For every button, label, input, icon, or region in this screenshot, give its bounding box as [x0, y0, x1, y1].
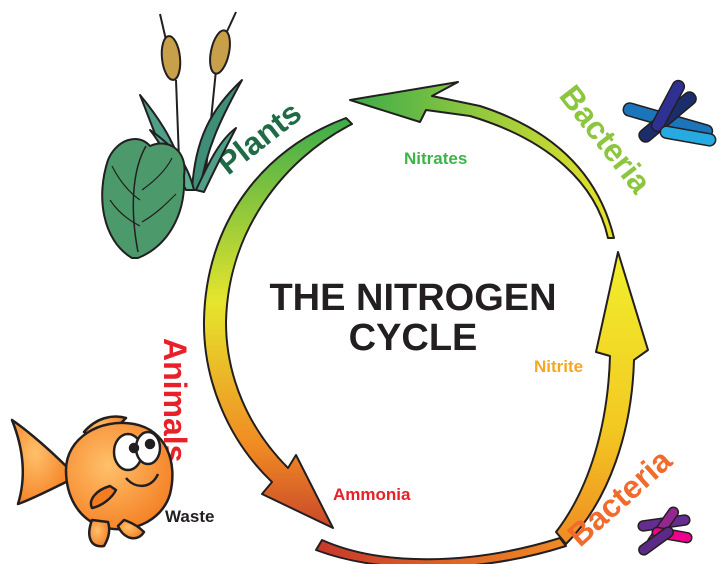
fish-icon [12, 417, 172, 547]
bacteria-purple-icon [637, 505, 693, 557]
nitrite-label: Nitrite [534, 357, 583, 376]
title-line-1: THE NITROGEN [269, 277, 556, 319]
waste-label: Waste [165, 507, 214, 526]
ammonia-label: Ammonia [333, 485, 411, 504]
arrow-ammonia-to-bacteria [316, 538, 566, 564]
bacteria-blue-icon [622, 78, 717, 146]
plants-icon [102, 12, 242, 258]
nitrates-label: Nitrates [404, 149, 467, 168]
arrow-plants-to-ammonia [204, 118, 352, 528]
title-line-2: CYCLE [349, 317, 478, 359]
